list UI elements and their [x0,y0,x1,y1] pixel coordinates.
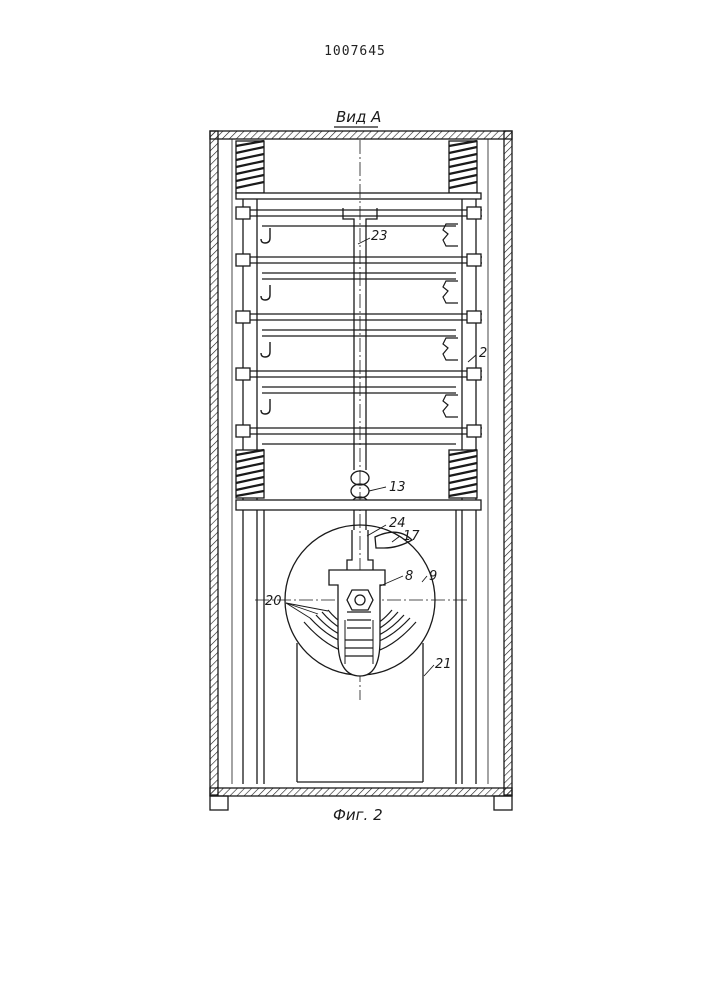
callout-23: 23 [371,229,388,244]
housing-right-wall [504,131,512,795]
spring-top-left [236,141,264,193]
shelf-4 [236,368,482,393]
callout-21: 21 [435,657,452,672]
shelf-2 [236,254,482,279]
callout-20: 20 [265,594,282,609]
view-label: Вид А [336,108,381,126]
shelf-1 [236,207,482,226]
figure-caption: Фиг. 2 [333,806,383,824]
housing-left-wall [210,131,218,795]
shelf-3 [236,311,482,336]
callout-2: 2 [479,346,487,361]
hex-nut [347,590,373,610]
housing-top-wall [210,131,512,139]
callout-17: 17 [403,529,420,544]
callout-8: 8 [405,569,413,584]
leader-lines [286,238,476,676]
housing-bottom-wall [210,788,512,796]
callout-13: 13 [389,480,406,495]
housing-foot-right [494,796,512,810]
lever [329,570,385,676]
spring-bottom-right [449,450,477,498]
hooks-left [261,228,270,414]
top-plate [236,193,481,199]
spring-bottom-left [236,450,264,498]
lower-plate [236,500,481,510]
housing-foot-left [210,796,228,810]
callout-9: 9 [429,569,437,584]
spring-top-right [449,141,477,193]
shelf-5 [236,425,482,444]
